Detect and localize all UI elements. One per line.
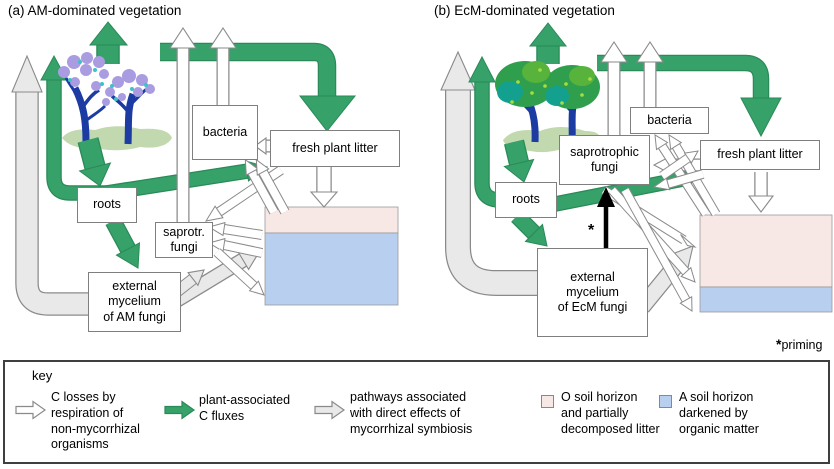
key-item-o-horizon: O soil horizon and partially decomposed … bbox=[561, 390, 660, 436]
gray-mycorrhizal-respiration-arrow-b bbox=[440, 50, 539, 296]
external-mycelium-box-a: external mycelium of AM fungi bbox=[88, 272, 181, 332]
white-bacteria-respiration-arrow-a bbox=[208, 26, 238, 106]
white-litter-to-soil-arrow-b bbox=[747, 172, 775, 213]
panel-a-title: (a) AM-dominated vegetation bbox=[8, 3, 182, 18]
gray-mycorrhizal-respiration-arrow-a bbox=[11, 54, 92, 316]
panel-b-title: (b) EcM-dominated vegetation bbox=[434, 3, 615, 18]
key-item-a-horizon: A soil horizon darkened by organic matte… bbox=[679, 390, 759, 436]
black-priming-arrow bbox=[597, 187, 615, 250]
priming-asterisk: * bbox=[588, 222, 595, 239]
white-litter-to-soil-arrow-a bbox=[309, 166, 339, 208]
diagram-canvas bbox=[11, 21, 833, 316]
canopy-dots bbox=[510, 68, 592, 105]
green-canopy-up-arrow-a bbox=[88, 21, 129, 64]
roots-box-b: roots bbox=[495, 182, 557, 218]
panel-a-graphics bbox=[11, 21, 399, 316]
green-canopy-to-litter-arrow-a bbox=[160, 42, 357, 132]
am-trees bbox=[58, 52, 155, 145]
fresh-plant-litter-box-a: fresh plant litter bbox=[270, 130, 400, 167]
priming-note-label: priming bbox=[781, 338, 823, 352]
white-saprotroph-respiration-arrow-b bbox=[599, 40, 629, 136]
key-item-respiration: C losses by respiration of non-mycorrhiz… bbox=[51, 390, 140, 452]
green-roots-to-mycelium-arrow-a bbox=[105, 216, 141, 269]
green-roots-to-mycelium-arrow-b bbox=[511, 210, 548, 247]
leaf-accents bbox=[68, 60, 148, 101]
white-bacteria-respiration-arrow-b bbox=[635, 40, 665, 108]
roots-box-a: roots bbox=[77, 187, 137, 223]
gray-arrow-icon bbox=[314, 400, 346, 420]
fresh-plant-litter-box-b: fresh plant litter bbox=[700, 140, 820, 170]
panel-b-graphics bbox=[440, 22, 833, 313]
key-legend: key C losses by respiration of non-mycor… bbox=[3, 360, 830, 464]
blue-swatch-icon bbox=[659, 395, 672, 408]
pink-swatch-icon bbox=[541, 395, 554, 408]
white-decomposition-arrows-b bbox=[601, 134, 721, 312]
saprotrophic-fungi-box-a: saprotr. fungi bbox=[155, 222, 213, 258]
soil-profile-a bbox=[264, 206, 399, 306]
white-arrow-icon bbox=[15, 400, 47, 420]
ground-a bbox=[62, 126, 172, 151]
green-canopy-to-roots-arrow-a bbox=[77, 137, 112, 187]
blossoms bbox=[58, 52, 155, 106]
priming-note: *priming bbox=[776, 336, 822, 352]
white-decomposition-arrows-a bbox=[204, 158, 290, 296]
external-mycelium-box-b: external mycelium of EcM fungi bbox=[537, 248, 648, 337]
green-canopy-up-arrow-b bbox=[528, 22, 568, 64]
priming-note-asterisk: * bbox=[776, 336, 782, 352]
key-item-plant-flux: plant-associated C fluxes bbox=[199, 393, 291, 423]
green-canopy-to-litter-arrow-b bbox=[597, 54, 782, 138]
green-canopy-to-roots-arrow-b bbox=[503, 139, 535, 183]
saprotrophic-fungi-box-b: saprotrophic fungi bbox=[559, 135, 650, 185]
bacteria-box-a: bacteria bbox=[192, 105, 258, 160]
key-title: key bbox=[32, 368, 53, 383]
white-saprotroph-respiration-arrow-a bbox=[168, 26, 198, 224]
ecm-trees bbox=[495, 61, 600, 145]
green-arrow-icon bbox=[164, 400, 196, 420]
key-item-mycorrhizal-pathways: pathways associated with direct effects … bbox=[350, 390, 473, 436]
soil-profile-b bbox=[699, 214, 833, 313]
green-roots-to-atmosphere-arrow-a bbox=[40, 54, 118, 201]
bacteria-box-b: bacteria bbox=[630, 107, 709, 134]
